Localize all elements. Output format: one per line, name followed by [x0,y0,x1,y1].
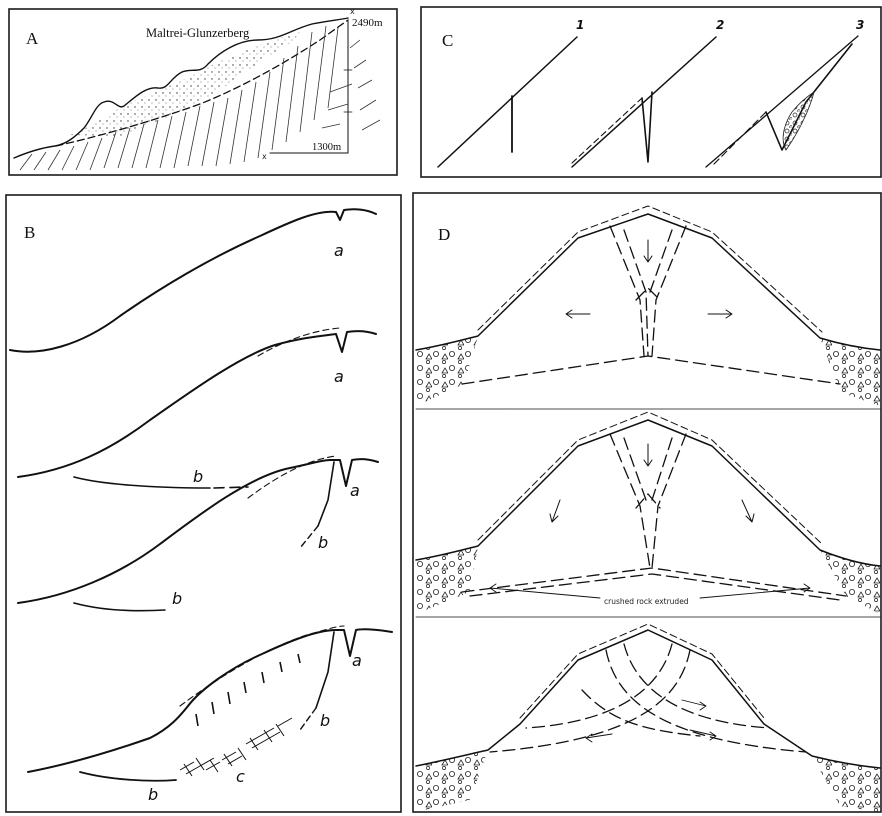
profile-3-slip-b [73,602,166,612]
mountain-profile [13,17,349,159]
talus-right-2 [820,550,880,614]
profile-2-dashed [257,327,341,357]
ridge-3 [415,629,881,769]
profile-2-slip-b-dashed [213,486,249,489]
profile-3-crack-dashed [299,525,319,549]
marker-b-2: b [193,467,203,486]
marker-b-3a: b [318,533,328,552]
marker-a-3: a [350,481,360,500]
axis-mark-bottom: x [262,152,267,161]
arrow-3c [689,729,717,741]
elevation-axis-label: 1300m [312,142,341,153]
stage-3-slope [705,35,859,168]
talus-right-1 [820,338,880,406]
extrusion-arrow-right [699,583,811,599]
foliation-hatching [19,25,381,171]
ridge-2-dashed [477,411,823,545]
talus-left-2 [416,546,478,614]
panel-b-frame [5,194,402,813]
profile-4-main-slip-dashed [299,707,317,731]
talus-right-3 [812,756,880,812]
marker-b-4a: b [320,711,330,730]
panel-c: C 1 2 3 [420,6,882,178]
profile-1 [9,208,377,353]
ridge-3-dashed [519,623,765,719]
profile-4-dashed [179,625,345,707]
stage-1-label: 1 [576,18,584,32]
marker-a-4: a [352,651,362,670]
central-faults-2 [609,433,687,569]
stage-2-dashed-slope [571,97,643,164]
profile-4-main-slip [315,631,335,709]
talus-left-3 [416,750,488,812]
base-slip-1 [461,355,841,385]
d-subpanel-2: crushed rock extruded [415,411,881,618]
central-faults-1 [609,225,687,357]
stage-3-dashed-slope [713,111,767,165]
profile-4-slip-b [79,771,177,782]
profile-4 [27,628,393,773]
ridge-2 [415,419,881,567]
arrow-down-2 [643,443,653,467]
stippled-slide-mass [70,32,300,136]
elevation-top-label: 2490m [352,17,383,29]
panel-a-label: A [26,29,39,48]
marker-c-4: c [236,767,245,786]
panel-b-label: B [24,223,35,242]
profile-3-crack [317,461,335,527]
profile-3 [17,458,379,604]
axis-mark-top: x [350,7,355,16]
arcuate-faults-3 [489,643,807,753]
ridge-1-dashed [477,205,823,333]
base-slip-2 [461,567,847,601]
d-subpanel-1 [415,205,881,410]
arrow-down-left-2 [549,499,561,523]
arrow-3a [681,699,707,711]
d-subpanel-3 [415,623,881,812]
arrow-right-1 [707,309,733,319]
marker-b-3b: b [172,589,182,608]
arrow-3b [585,733,613,743]
stage-3-debris [782,91,815,151]
profile-2 [17,330,377,478]
panel-b: B a a b a b b a b b [5,194,402,813]
stage-2-slope [571,36,717,168]
stage-1-slope [437,36,578,168]
marker-b-4b: b [148,785,158,804]
cracked-zone-c [179,717,293,777]
panel-d: D crushed roc [412,192,882,813]
marker-a-1: a [334,241,344,260]
profile-3-dashed [247,455,337,499]
extrusion-annotation: crushed rock extruded [604,597,689,606]
panel-d-label: D [438,225,450,244]
stage-2-label: 2 [716,18,724,32]
arrow-down-1 [643,239,653,263]
panel-a-frame [8,8,398,176]
panel-c-frame [420,6,882,178]
profile-2-slip-b [73,476,211,489]
extrusion-arrow-left [489,583,601,599]
panel-d-frame [412,192,882,813]
talus-left-1 [416,336,478,406]
panel-a: A Maltrei-Glunzerberg 2490m 1300m x x [8,7,398,176]
ridge-1 [415,213,881,351]
minor-scarps [195,653,301,727]
stage-2-crack [641,91,653,163]
slip-surface [55,19,349,147]
marker-a-2: a [334,367,344,386]
stage-3-label: 3 [856,18,864,32]
arrow-left-1 [565,309,591,319]
arrow-down-right-2 [741,499,755,523]
panel-c-label: C [442,31,453,50]
panel-a-title: Maltrei-Glunzerberg [146,26,250,40]
